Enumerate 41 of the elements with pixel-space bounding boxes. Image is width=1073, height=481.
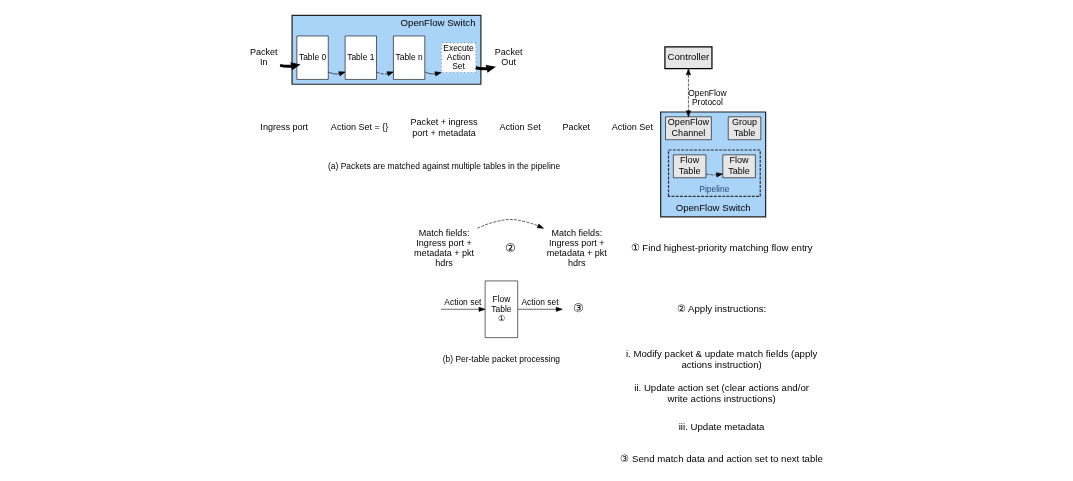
label: Ingress port (259, 122, 308, 133)
label: ① Find highest-priority matching flow entry (630, 242, 813, 254)
label: (a) Packets are matched against multiple tables in the pipeline (327, 160, 560, 171)
arrow (705, 172, 723, 178)
arrow (327, 71, 345, 77)
node-box: Execute Action Set (440, 42, 476, 73)
edge-label: OpenFlow Protocol (687, 87, 727, 107)
label: Packet (561, 122, 590, 133)
label: ② Apply instructions: (676, 302, 766, 314)
node-box: Flow Table (722, 154, 756, 179)
arrow (440, 306, 485, 312)
arrow (424, 71, 442, 77)
label: ③ Send match data and action set to next table (619, 452, 823, 464)
label: Action Set = {} (330, 122, 388, 133)
edge-label: Action set (520, 297, 559, 308)
label: i. Modify packet & update match fields (apply actions instruction) (625, 347, 817, 370)
node-box: Flow Table (672, 154, 706, 179)
node-box: Table 0 (296, 35, 329, 80)
node-text: ③ (572, 301, 584, 316)
node-text: Match fields: Ingress port + metadata + pkt hdrs (413, 227, 474, 269)
label: ② (504, 240, 516, 255)
node-text: Packet In (249, 46, 278, 67)
node-box: Table 1 (344, 35, 377, 80)
arrow (375, 71, 394, 77)
arrow (476, 219, 544, 229)
label: iii. Update metadata (678, 420, 764, 432)
node-box: Flow Table ① (484, 280, 518, 338)
node-text: Packet Out (494, 46, 522, 67)
node-box: Table n (392, 35, 425, 80)
node-text: Match fields: Ingress port + metadata + pkt hdrs (546, 227, 607, 269)
node-box: Group Table (727, 116, 761, 141)
label: (b) Per-table packet processing (442, 354, 560, 365)
edge-label: Action set (443, 297, 481, 308)
arrow (685, 68, 691, 118)
label: Action Set (611, 122, 653, 133)
node-box: OpenFlow Channel (664, 116, 712, 141)
label: Action Set (499, 122, 541, 133)
label: ii. Update action set (clear actions and/or write actions instructions) (633, 382, 809, 405)
node-box: Controller (663, 46, 713, 70)
arrow (517, 306, 563, 312)
label: Packet + ingress port + metadata (410, 117, 478, 138)
